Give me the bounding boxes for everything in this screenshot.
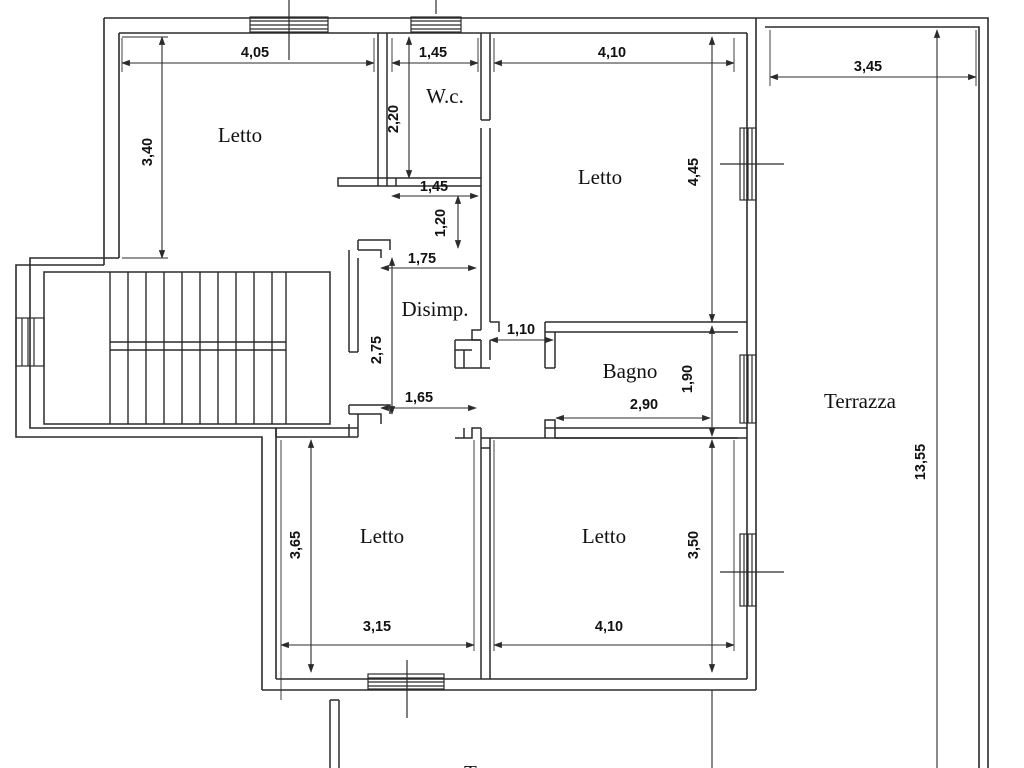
window-right-mid [739,354,757,424]
dim-wc-145-lower: 1,45 [420,179,448,195]
dim-top-145: 1,45 [419,45,447,61]
dim-top-345: 3,45 [854,59,882,75]
staircase-steps [109,272,287,424]
dim-disimp-275: 2,75 [369,336,385,364]
room-label-terrazza: Terrazza [824,389,897,413]
window-left [15,317,45,367]
room-labels: Letto W.c. Letto Disimp. Bagno Letto Let… [218,84,897,768]
room-label-letto-top-right: Letto [578,165,622,189]
room-label-letto-bottom-left: Letto [360,524,404,548]
window-right-upper [720,127,784,201]
room-label-letto-bottom-right: Letto [582,524,626,548]
dim-wc-220: 2,20 [386,105,402,133]
window-bottom [367,660,445,718]
dimension-labels: 4,05 1,45 4,10 3,45 3,40 2,20 1,45 1,20 … [140,45,929,635]
window-top-left [249,0,329,60]
window-right-lower [720,533,784,607]
dim-bottom-410: 4,10 [595,619,623,635]
room-label-terrazza-bottom: Terrazza [464,761,537,768]
dim-bottom-315: 3,15 [363,619,391,635]
dim-top-410: 4,10 [598,45,626,61]
dim-disimp-165: 1,65 [405,390,433,406]
dim-wc-120: 1,20 [433,209,449,237]
room-label-bagno: Bagno [603,359,658,383]
dim-left-340: 3,40 [140,138,156,166]
windows [15,0,784,718]
dim-bagno-290: 2,90 [630,397,658,413]
dim-bagno-190: 1,90 [680,365,696,393]
room-label-disimpegno: Disimp. [401,297,468,321]
window-top-wc [410,0,462,33]
dimension-lines [121,29,977,768]
room-label-wc: W.c. [426,84,464,108]
room-label-letto-top-left: Letto [218,123,262,147]
dim-right-1355: 13,55 [913,444,929,480]
dim-bagno-110: 1,10 [507,322,535,338]
dim-bottom-365: 3,65 [288,531,304,559]
dim-top-405: 4,05 [241,45,269,61]
lower-terrace-walls [329,699,340,768]
dim-disimp-175: 1,75 [408,251,436,267]
dim-bottom-350: 3,50 [686,531,702,559]
interior-partitions [275,33,747,679]
dim-letto-445: 4,45 [686,158,702,186]
